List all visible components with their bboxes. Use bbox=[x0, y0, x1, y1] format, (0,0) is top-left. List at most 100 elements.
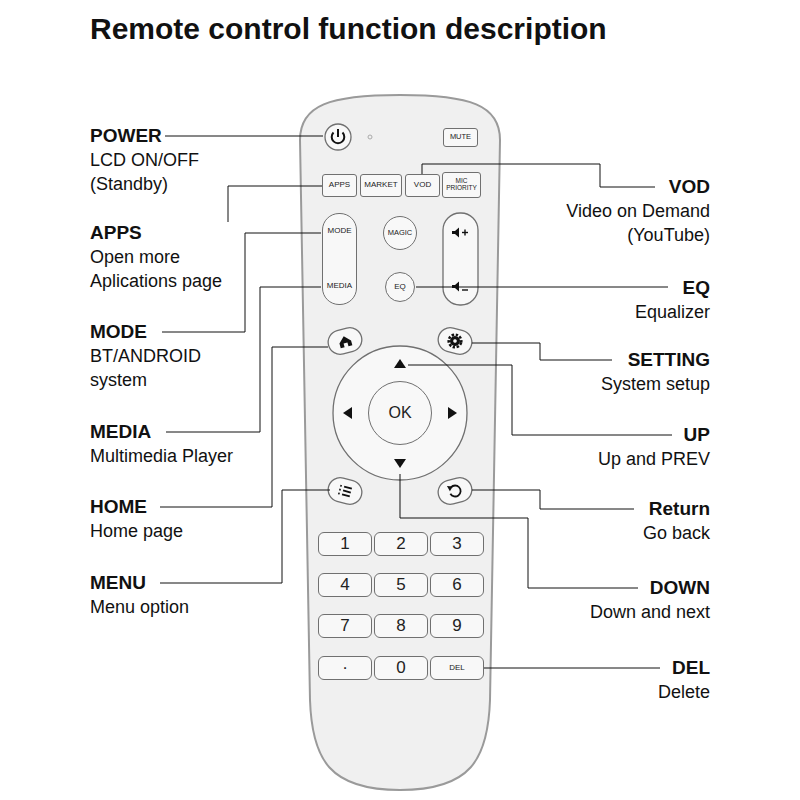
leader-line bbox=[483, 668, 660, 669]
button-text: MEDIA bbox=[327, 282, 352, 291]
button-outline bbox=[435, 475, 474, 507]
callout-heading: EQ bbox=[683, 276, 710, 300]
keypad-button: 1 bbox=[318, 532, 372, 556]
mode-media-rocker: MODE MEDIA bbox=[322, 213, 357, 305]
callout-description: Open more Aplications page bbox=[90, 245, 240, 293]
callout-heading: VOD bbox=[669, 175, 710, 199]
callout-heading: SETTING bbox=[628, 348, 710, 372]
callout-heading: MODE bbox=[90, 320, 147, 344]
callout-heading: MEDIA bbox=[90, 420, 151, 444]
power-icon bbox=[337, 129, 339, 137]
button-text: DEL bbox=[449, 664, 465, 673]
callout-description: BT/ANDROID system bbox=[90, 344, 220, 392]
callout-heading: DOWN bbox=[650, 576, 710, 600]
keypad-button: 6 bbox=[430, 573, 484, 597]
leader-line bbox=[472, 490, 634, 509]
ok-button: OK bbox=[368, 381, 432, 445]
callout-description: Go back bbox=[643, 521, 710, 545]
button-text: 4 bbox=[340, 576, 349, 595]
button-text: 5 bbox=[396, 576, 405, 595]
plus-icon bbox=[464, 230, 465, 236]
right-arrow bbox=[448, 407, 457, 419]
eq-button: EQ bbox=[385, 272, 415, 302]
button-text: EQ bbox=[394, 283, 406, 292]
button-text: MUTE bbox=[450, 133, 471, 141]
left-arrow bbox=[343, 407, 352, 419]
button-text: MODE bbox=[328, 227, 352, 236]
callout-description: System setup bbox=[601, 372, 710, 396]
keypad-button: · bbox=[318, 656, 372, 680]
leader-line bbox=[400, 474, 638, 588]
callout-description: Home page bbox=[90, 519, 183, 543]
button-outline bbox=[325, 475, 364, 507]
button-text: 1 bbox=[340, 535, 349, 554]
up-arrow bbox=[394, 359, 406, 368]
keypad-button: 3 bbox=[430, 532, 484, 556]
callout-description: LCD ON/OFF (Standby) bbox=[90, 148, 208, 196]
apps-button: APPS bbox=[322, 174, 357, 197]
callout-heading: DEL bbox=[672, 656, 710, 680]
leader-line bbox=[160, 490, 330, 583]
button-text: · bbox=[342, 659, 348, 678]
menu-icon bbox=[338, 486, 352, 497]
market-button: MARKET bbox=[360, 174, 402, 197]
vod-button: VOD bbox=[405, 174, 440, 197]
button-text: 7 bbox=[340, 617, 349, 636]
gear-icon bbox=[453, 339, 457, 343]
button-text: 9 bbox=[452, 617, 461, 636]
callout-heading: MENU bbox=[90, 571, 146, 595]
leader-line bbox=[416, 287, 668, 288]
button-text: 3 bbox=[452, 535, 461, 554]
menu-button bbox=[325, 475, 364, 507]
keypad-button: 7 bbox=[318, 614, 372, 638]
button-text: MIC PRIORITY bbox=[445, 178, 479, 192]
leader-line bbox=[160, 347, 328, 507]
mute-button: MUTE bbox=[443, 128, 478, 147]
speaker-icon bbox=[452, 228, 459, 238]
button-text: MAGIC bbox=[388, 229, 413, 237]
minus-icon bbox=[462, 289, 468, 290]
keypad-button: 5 bbox=[374, 573, 428, 597]
indicator-led bbox=[368, 135, 372, 139]
keypad-button: 2 bbox=[374, 532, 428, 556]
button-text: MARKET bbox=[364, 181, 397, 190]
leader-line bbox=[472, 343, 612, 360]
volume-rocker bbox=[443, 213, 478, 305]
keypad-button: 9 bbox=[430, 614, 484, 638]
power-button bbox=[325, 124, 351, 150]
home-button bbox=[325, 325, 364, 357]
button-text: APPS bbox=[329, 181, 350, 190]
mic-priority-button: MIC PRIORITY bbox=[442, 172, 481, 198]
gear-icon bbox=[447, 333, 462, 348]
return-icon bbox=[447, 484, 454, 491]
callout-heading: HOME bbox=[90, 495, 147, 519]
dpad-ring bbox=[333, 346, 467, 480]
callout-description: Up and PREV bbox=[598, 447, 710, 471]
button-text: VOD bbox=[414, 181, 431, 190]
button-text: 0 bbox=[396, 659, 405, 678]
button-outline bbox=[325, 325, 364, 357]
page-title: Remote control function description bbox=[90, 12, 607, 46]
callout-description: Equalizer bbox=[635, 300, 710, 324]
callout-heading: POWER bbox=[90, 124, 162, 148]
keypad-button: 8 bbox=[374, 614, 428, 638]
leader-line bbox=[165, 136, 323, 137]
callout-heading: UP bbox=[684, 423, 710, 447]
keypad-button: 0 bbox=[374, 656, 428, 680]
return-button bbox=[435, 475, 474, 507]
callout-description: Delete bbox=[658, 680, 710, 704]
home-icon bbox=[338, 335, 352, 349]
callout-heading: Return bbox=[649, 497, 710, 521]
callout-heading: APPS bbox=[90, 221, 142, 245]
magic-button: MAGIC bbox=[383, 216, 417, 250]
button-text: 2 bbox=[396, 535, 405, 554]
button-text: OK bbox=[388, 404, 411, 422]
keypad-button: 4 bbox=[318, 573, 372, 597]
setting-button bbox=[435, 325, 474, 357]
callout-description: Video on Demand (YouTube) bbox=[550, 199, 710, 247]
leader-line bbox=[228, 186, 322, 222]
callout-description: Menu option bbox=[90, 595, 189, 619]
down-arrow bbox=[394, 459, 406, 468]
